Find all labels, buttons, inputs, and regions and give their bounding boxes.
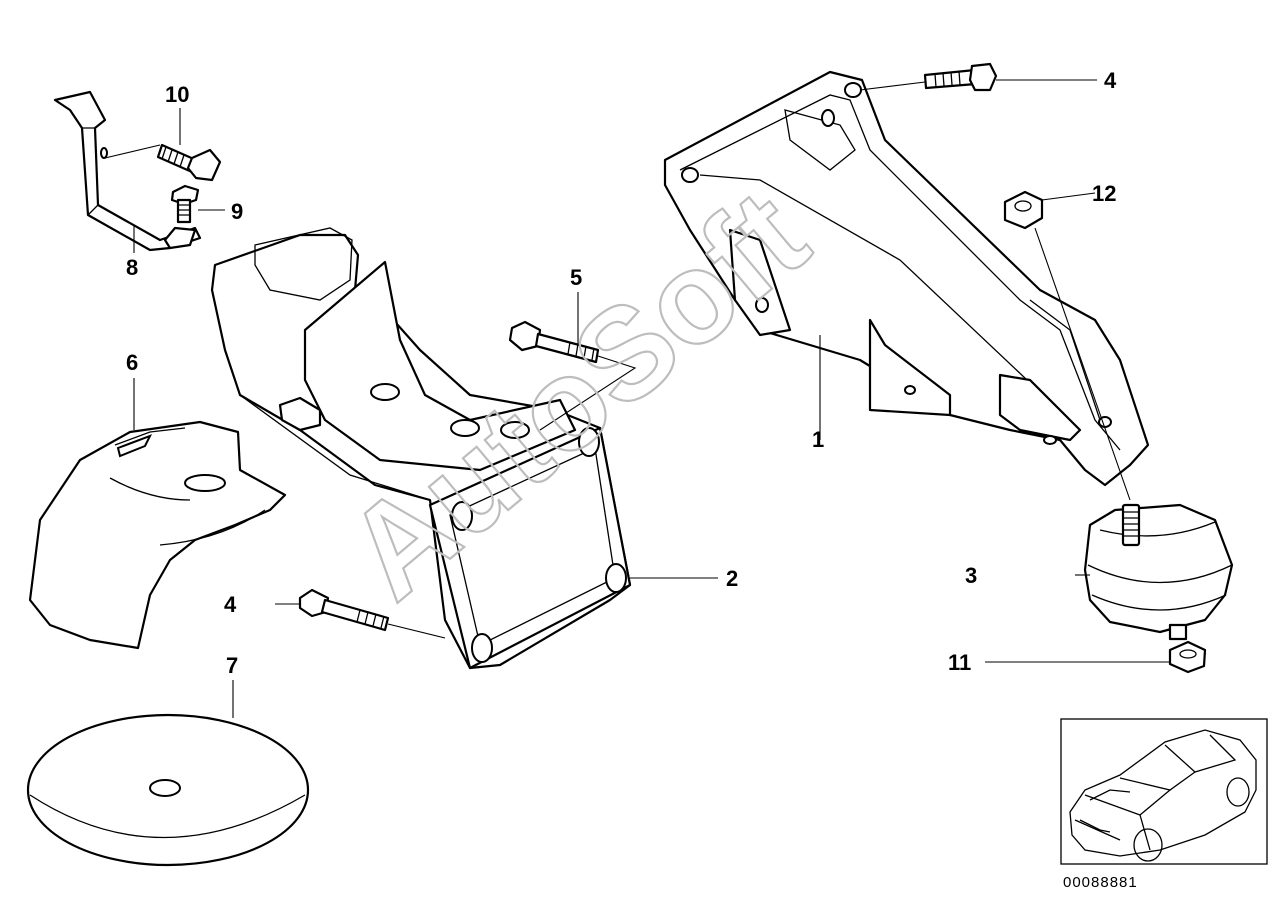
- part-9-bolt: [170, 184, 200, 224]
- car-outline-icon: [1069, 729, 1257, 862]
- vehicle-location-thumbnail: [1060, 718, 1268, 865]
- part-11-nut: [1168, 640, 1207, 674]
- label-10: 10: [165, 82, 189, 107]
- part-10-bolt: [156, 143, 222, 182]
- part-12-nut: [1003, 190, 1044, 230]
- label-9: 9: [231, 199, 243, 224]
- label-11: 11: [948, 650, 971, 675]
- part-8-holder-bracket: [53, 90, 202, 252]
- part-4-bolt-top: [923, 62, 998, 92]
- label-7: 7: [226, 653, 238, 678]
- part-5-bolt: [508, 320, 600, 364]
- part-2-axle-carrier-bracket: [210, 227, 632, 670]
- label-5: 5: [570, 265, 582, 290]
- part-1-engine-support-arm: [663, 70, 1150, 487]
- label-4-top: 4: [1104, 68, 1117, 93]
- label-4-left: 4: [224, 592, 237, 617]
- label-2: 2: [726, 566, 738, 591]
- diagram-code: 00088881: [1063, 874, 1138, 891]
- part-4-bolt-left: [298, 588, 390, 632]
- label-3: 3: [965, 563, 977, 588]
- label-8: 8: [126, 255, 138, 280]
- part-6-heat-shield: [28, 420, 287, 650]
- label-12: 12: [1092, 181, 1116, 206]
- part-7-disc-plate: [26, 713, 310, 867]
- label-6: 6: [126, 350, 138, 375]
- part-3-engine-mount: [1083, 503, 1234, 641]
- leader-lines: [104, 79, 1170, 718]
- label-1: 1: [812, 427, 824, 452]
